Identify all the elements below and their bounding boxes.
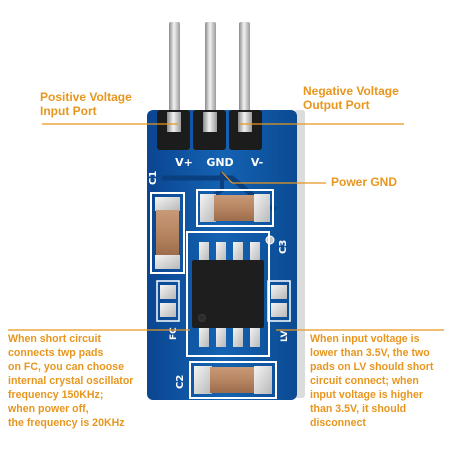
ic-pin bbox=[199, 327, 209, 347]
silk-lv: LV bbox=[280, 331, 290, 342]
leader-lines bbox=[8, 123, 444, 331]
silk-c2: C2 bbox=[175, 375, 186, 389]
callout-line: connects twp pads bbox=[8, 346, 104, 359]
callout-power-gnd: Power GND bbox=[331, 175, 398, 189]
callout-line: internal crystal oscillator bbox=[8, 374, 134, 387]
capacitor-left-pad-top bbox=[155, 197, 180, 211]
callout-line: Output Port bbox=[303, 97, 370, 112]
capacitor-top-pad-left bbox=[200, 194, 216, 222]
ic-pin bbox=[216, 327, 226, 347]
callout-line: Negative Voltage bbox=[303, 84, 399, 98]
capacitor-top-pad-right bbox=[254, 194, 270, 222]
callout-line: Positive Voltage bbox=[40, 90, 132, 104]
callout-line: the frequency is 20KHz bbox=[8, 416, 125, 429]
callout-positive-input: Positive Voltage Input Port bbox=[40, 90, 132, 119]
header-pin-1-tip bbox=[167, 112, 181, 132]
silk-outline bbox=[189, 361, 277, 399]
lv-pad-bottom bbox=[271, 303, 287, 317]
silk-outline bbox=[186, 231, 270, 357]
silk-outline bbox=[196, 189, 274, 227]
callout-negative-output: Negative Voltage Output Port bbox=[303, 84, 399, 113]
callout-line: disconnect bbox=[310, 416, 366, 429]
silk-c1: C1 bbox=[148, 171, 159, 185]
callout-line: frequency 150KHz; bbox=[8, 388, 104, 401]
silk-c3: C3 bbox=[278, 240, 289, 254]
leader-power-gnd bbox=[221, 171, 233, 184]
callout-line: When input voltage is bbox=[310, 333, 420, 345]
callout-line: When short circuit bbox=[8, 333, 101, 345]
callout-line: lower than 3.5V, the two bbox=[310, 346, 430, 359]
ic-pin bbox=[233, 242, 243, 262]
capacitor-left-pad-bottom bbox=[155, 255, 180, 269]
ic-chip bbox=[192, 260, 264, 328]
callout-line: input voltage is higher bbox=[310, 388, 424, 401]
pin-label-vplus: V+ bbox=[175, 156, 193, 169]
silk-outline bbox=[156, 280, 180, 322]
ic-pin1-marker bbox=[198, 314, 206, 322]
capacitor-left bbox=[156, 210, 179, 256]
silk-fc: FC bbox=[169, 327, 179, 340]
ic-pin bbox=[250, 327, 260, 347]
ic-pin bbox=[233, 327, 243, 347]
header-pin-3-tip bbox=[238, 112, 252, 132]
ic-pin bbox=[216, 242, 226, 262]
callout-fc-note: When short circuit connects twp pads on … bbox=[8, 333, 158, 431]
pin-label-gnd: GND bbox=[206, 156, 233, 169]
callout-line: on FC, you can choose bbox=[8, 360, 124, 373]
callout-line: circuit connect; when bbox=[310, 374, 419, 387]
callout-line: when power off, bbox=[8, 402, 89, 415]
header-pin-3 bbox=[239, 22, 250, 122]
callout-lv-note: When input voltage is lower than 3.5V, t… bbox=[310, 333, 450, 431]
ic-pin bbox=[199, 242, 209, 262]
callout-line: than 3.5V, it should bbox=[310, 402, 407, 415]
lv-pad-top bbox=[271, 285, 287, 299]
header-pin-2 bbox=[205, 22, 216, 122]
capacitor-bottom-pad-right bbox=[254, 366, 272, 394]
silk-outline bbox=[150, 192, 185, 274]
fc-pad-bottom bbox=[160, 303, 176, 317]
callout-line: pads on LV should short bbox=[310, 360, 434, 373]
capacitor-bottom bbox=[210, 367, 256, 393]
capacitor-bottom-pad-left bbox=[194, 366, 212, 394]
pin-label-vminus: V- bbox=[251, 156, 263, 169]
capacitor-top bbox=[214, 195, 256, 221]
callout-line: Input Port bbox=[40, 103, 97, 118]
silk-outline bbox=[267, 280, 291, 322]
ic-pin bbox=[250, 242, 260, 262]
header-pin-2-tip bbox=[203, 112, 217, 132]
header-pin-1 bbox=[169, 22, 180, 122]
fc-pad-top bbox=[160, 285, 176, 299]
